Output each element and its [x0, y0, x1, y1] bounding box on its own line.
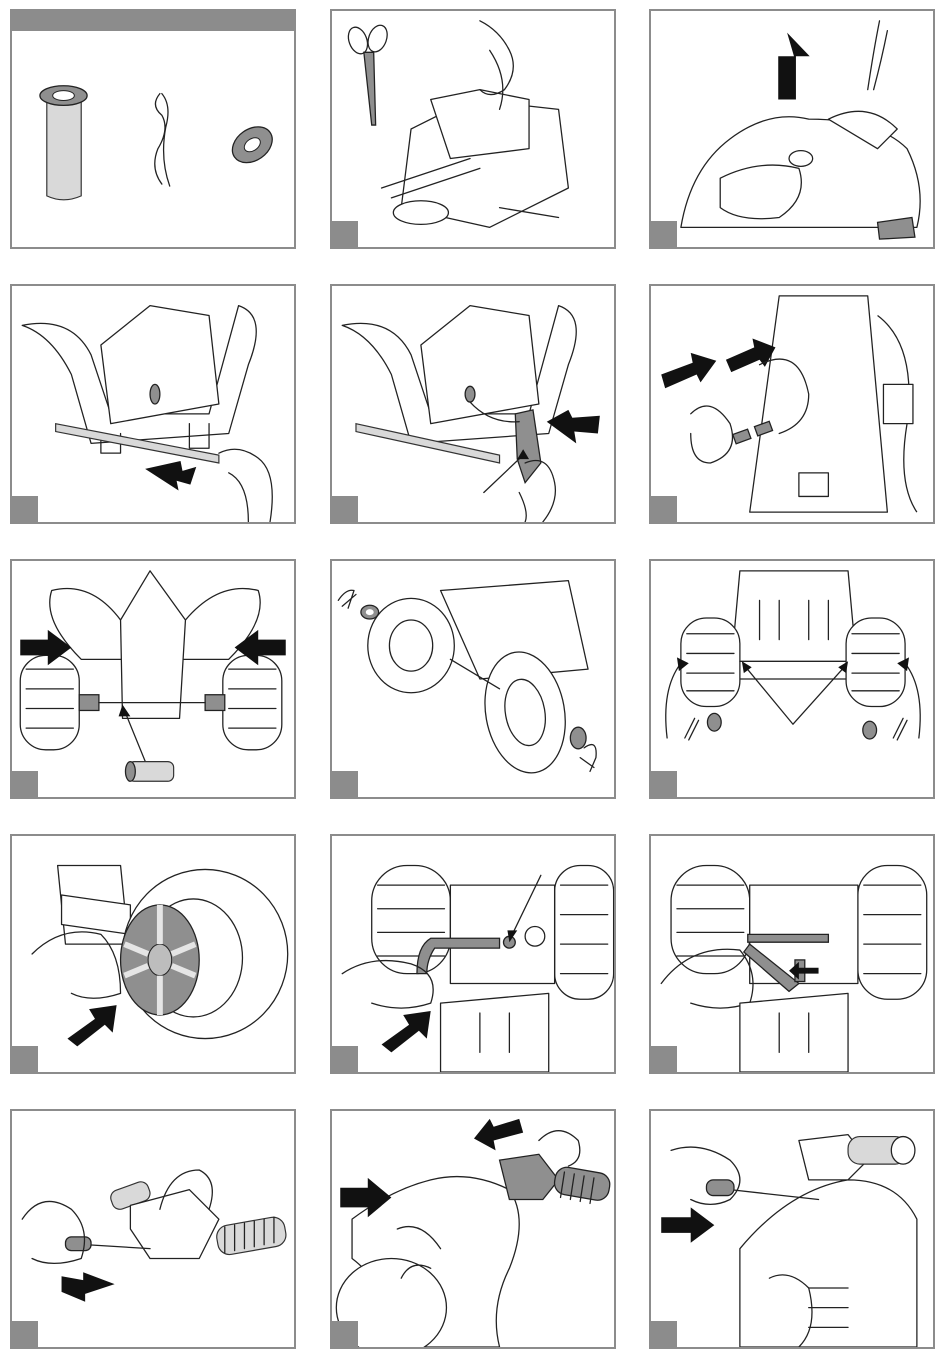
step-marker [651, 771, 677, 797]
step-marker [332, 221, 358, 247]
panel-front-wheels [330, 559, 616, 799]
step-marker [12, 496, 38, 522]
panel-parts [10, 9, 296, 249]
secure-wheels-illustration [651, 561, 933, 797]
hubcap-illustration [12, 836, 294, 1072]
step-marker [332, 496, 358, 522]
panel-lift-seat [649, 9, 935, 249]
left-arrow-icon [145, 461, 196, 491]
panel-hubcap [10, 834, 296, 1074]
lift-seat-illustration [651, 11, 933, 247]
up-arrow-icon [778, 33, 809, 100]
panel-rear-wheels [10, 559, 296, 799]
right-arrow-icon [661, 353, 716, 388]
panel-handlebar-tighten [649, 1109, 935, 1349]
step-marker [651, 496, 677, 522]
step-marker [651, 1046, 677, 1072]
left-arrow-icon [62, 1272, 115, 1302]
panel-steering-rod [330, 834, 616, 1074]
step-marker [12, 1046, 38, 1072]
left-arrow-icon [547, 410, 600, 443]
attach-motor-illustration [332, 286, 614, 522]
handlebar-screw-illustration [12, 1111, 294, 1347]
step-marker [332, 771, 358, 797]
sleeve-bushing-icon [40, 86, 87, 200]
scissors-icon [345, 23, 391, 125]
steering-pin-illustration [651, 836, 933, 1072]
panel-steering-pin [649, 834, 935, 1074]
step-marker [12, 771, 38, 797]
right-wheel [846, 618, 905, 707]
connect-wires-illustration [651, 286, 933, 522]
panel-secure-wheels [649, 559, 935, 799]
step-marker [332, 1321, 358, 1347]
parts-illustration [12, 11, 294, 247]
step-marker [651, 1321, 677, 1347]
panel-insert-axle [10, 284, 296, 524]
handlebar-tighten-illustration [651, 1111, 933, 1347]
right-arrow-icon [661, 1207, 714, 1242]
front-wheels-illustration [332, 561, 614, 797]
left-arrow-icon [726, 339, 776, 373]
panel-attach-motor [330, 284, 616, 524]
cut-ties-illustration [332, 11, 614, 247]
left-wheel [372, 866, 451, 974]
panel-handlebar-screw [10, 1109, 296, 1349]
rear-wheels-illustration [12, 561, 294, 797]
left-wheel [671, 866, 750, 974]
handlebar-icon [109, 1180, 288, 1259]
right-arrow-icon [382, 1011, 431, 1052]
panel-connect-wires [649, 284, 935, 524]
insert-axle-illustration [12, 286, 294, 522]
handlebar-icon [500, 1154, 612, 1203]
step-marker [12, 1321, 38, 1347]
sleeve-bushing-icon [125, 762, 173, 782]
step-marker [651, 221, 677, 247]
right-arrow-icon [67, 1005, 116, 1046]
left-arrow-icon [474, 1119, 523, 1150]
handlebar-icon [848, 1137, 915, 1165]
hairpin-cotter-icon [155, 94, 170, 186]
handlebar-attach-illustration [332, 1111, 614, 1347]
left-wheel [681, 618, 740, 707]
washer-icon [226, 119, 279, 170]
panel-handlebar-attach [330, 1109, 616, 1349]
panel-cut-ties [330, 9, 616, 249]
steering-rod-illustration [332, 836, 614, 1072]
step-marker [332, 1046, 358, 1072]
